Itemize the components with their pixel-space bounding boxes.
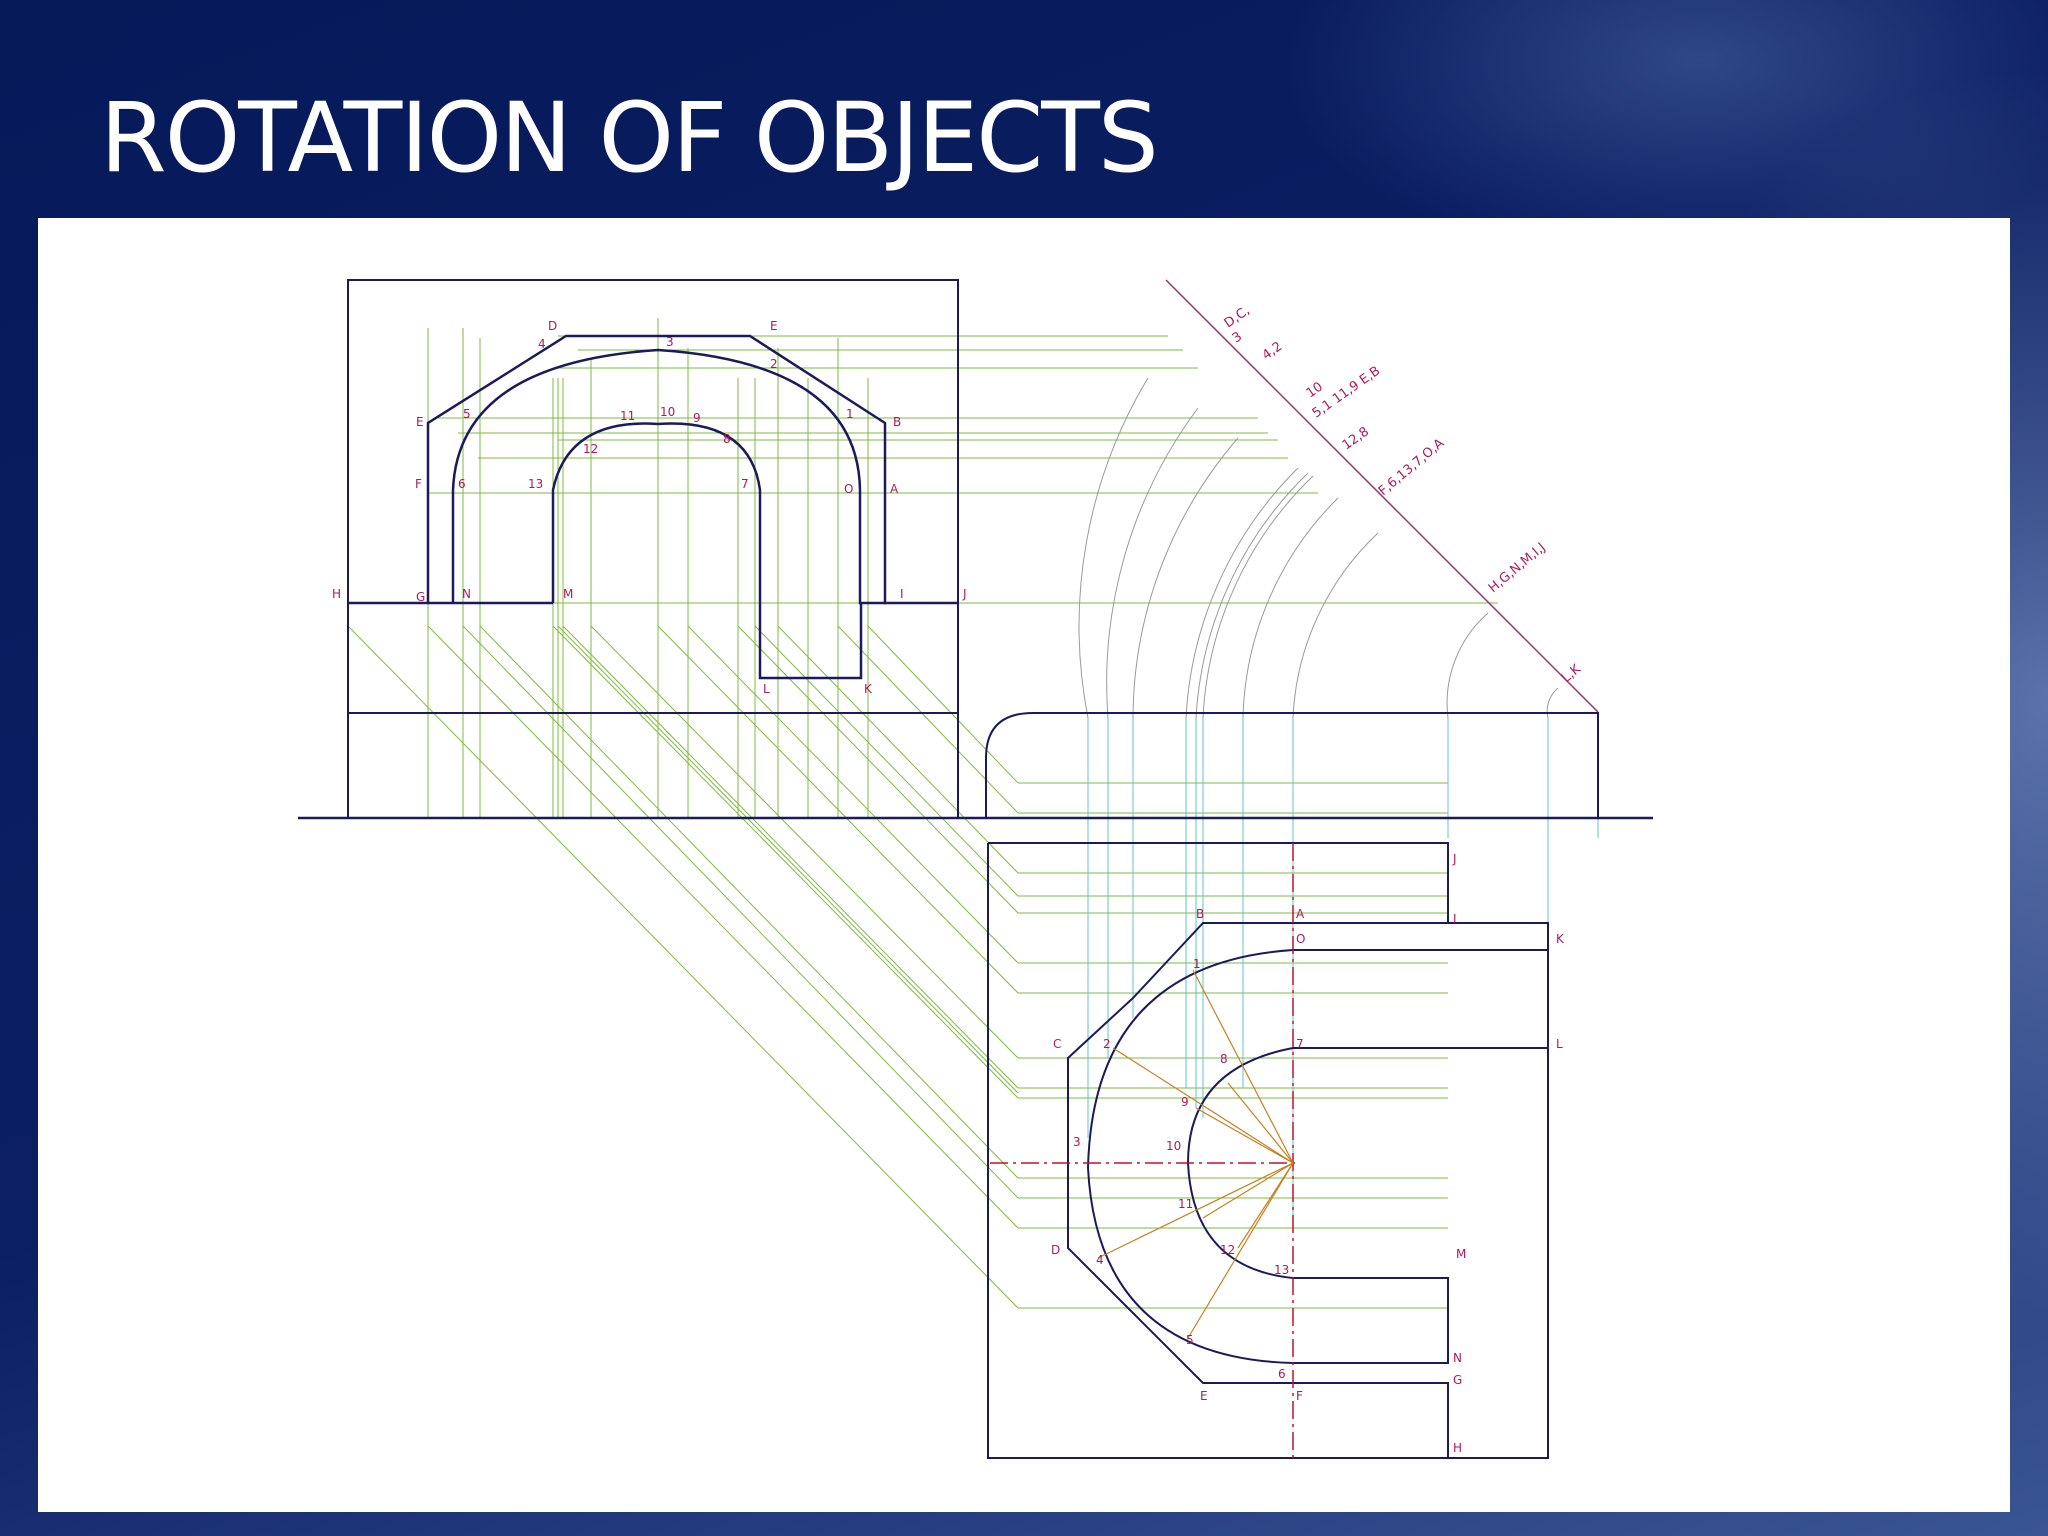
front-view bbox=[347, 279, 959, 819]
svg-text:F: F bbox=[1296, 1389, 1303, 1403]
svg-text:8: 8 bbox=[1220, 1052, 1228, 1066]
svg-text:I: I bbox=[900, 587, 904, 601]
svg-text:12,8: 12,8 bbox=[1340, 424, 1372, 453]
svg-text:L: L bbox=[1556, 1037, 1563, 1051]
svg-text:E: E bbox=[1200, 1389, 1208, 1403]
svg-text:7: 7 bbox=[1296, 1037, 1304, 1051]
svg-text:13: 13 bbox=[1274, 1263, 1289, 1277]
front-view-labels: D 4 3 E 2 E 5 1 B 11 10 9 8 12 F 6 13 7 … bbox=[332, 319, 967, 696]
svg-text:K: K bbox=[864, 682, 873, 696]
svg-text:2: 2 bbox=[770, 357, 778, 371]
svg-text:J: J bbox=[962, 587, 967, 601]
svg-text:8: 8 bbox=[723, 432, 731, 446]
front-horizontal-projectors bbox=[408, 335, 1498, 604]
svg-text:O: O bbox=[844, 482, 853, 496]
svg-text:I: I bbox=[1453, 912, 1457, 926]
rotation-line-labels: D,C, 3 4,2 10 5,1 11,9 E,B 12,8 F,6,13,7… bbox=[1222, 303, 1584, 686]
svg-text:A: A bbox=[890, 482, 899, 496]
svg-text:4: 4 bbox=[538, 337, 546, 351]
svg-text:H: H bbox=[332, 587, 341, 601]
rotation-reference-line bbox=[1165, 279, 1599, 713]
svg-text:M: M bbox=[1456, 1247, 1466, 1261]
svg-text:D,C,: D,C, bbox=[1222, 303, 1253, 331]
radial-construction-lines bbox=[1097, 969, 1294, 1339]
svg-text:4,2: 4,2 bbox=[1260, 339, 1286, 363]
svg-text:N: N bbox=[462, 587, 471, 601]
svg-text:3: 3 bbox=[1073, 1135, 1081, 1149]
svg-text:12: 12 bbox=[1220, 1243, 1235, 1257]
svg-text:B: B bbox=[893, 415, 901, 429]
svg-text:4: 4 bbox=[1096, 1253, 1104, 1267]
svg-text:G: G bbox=[416, 590, 425, 604]
svg-text:5: 5 bbox=[463, 407, 471, 421]
svg-text:J: J bbox=[1452, 852, 1457, 866]
svg-text:10: 10 bbox=[1166, 1139, 1181, 1153]
svg-text:K: K bbox=[1556, 932, 1565, 946]
side-view bbox=[985, 712, 1599, 818]
svg-text:H: H bbox=[1453, 1441, 1462, 1455]
svg-text:N: N bbox=[1453, 1351, 1462, 1365]
svg-text:1: 1 bbox=[846, 407, 854, 421]
svg-text:1: 1 bbox=[1193, 957, 1201, 971]
svg-text:12: 12 bbox=[583, 442, 598, 456]
cyan-vertical-projectors bbox=[1087, 718, 1599, 1218]
svg-text:3: 3 bbox=[1230, 329, 1245, 346]
top-view-labels: B A J I O K 1 C 2 8 7 L 9 3 10 11 D 4 12… bbox=[1051, 852, 1565, 1455]
drawing-panel: D 4 3 E 2 E 5 1 B 11 10 9 8 12 F 6 13 7 … bbox=[38, 218, 2010, 1512]
svg-text:D: D bbox=[1051, 1243, 1060, 1257]
svg-text:H,G,N,M,I,J: H,G,N,M,I,J bbox=[1486, 540, 1549, 596]
svg-text:10: 10 bbox=[1304, 379, 1326, 401]
svg-text:10: 10 bbox=[660, 405, 675, 419]
svg-text:3: 3 bbox=[666, 335, 674, 349]
svg-text:E: E bbox=[416, 415, 424, 429]
svg-text:D: D bbox=[548, 319, 557, 333]
top-view-center-lines bbox=[990, 843, 1296, 1458]
svg-text:7: 7 bbox=[741, 477, 749, 491]
svg-text:9: 9 bbox=[1181, 1095, 1189, 1109]
svg-text:C: C bbox=[1053, 1037, 1061, 1051]
svg-text:O: O bbox=[1296, 932, 1305, 946]
svg-text:L: L bbox=[763, 682, 770, 696]
svg-text:9: 9 bbox=[693, 411, 701, 425]
svg-text:F,6,13,7,O,A: F,6,13,7,O,A bbox=[1376, 436, 1447, 499]
svg-text:L,K: L,K bbox=[1559, 661, 1584, 686]
diagonal-projectors bbox=[347, 625, 1019, 1309]
top-view bbox=[987, 842, 1549, 1459]
slide-title: ROTATION OF OBJECTS bbox=[100, 82, 1159, 194]
svg-text:G: G bbox=[1453, 1373, 1462, 1387]
svg-text:11: 11 bbox=[620, 409, 635, 423]
svg-text:6: 6 bbox=[1278, 1367, 1286, 1381]
top-view-horizontal-projectors bbox=[1018, 782, 1448, 1309]
svg-text:6: 6 bbox=[458, 477, 466, 491]
svg-text:11: 11 bbox=[1178, 1197, 1193, 1211]
svg-text:B: B bbox=[1196, 907, 1204, 921]
engineering-drawing: D 4 3 E 2 E 5 1 B 11 10 9 8 12 F 6 13 7 … bbox=[298, 279, 1653, 1459]
svg-text:M: M bbox=[563, 587, 573, 601]
svg-text:F: F bbox=[415, 477, 422, 491]
svg-text:13: 13 bbox=[528, 477, 543, 491]
svg-text:5: 5 bbox=[1186, 1333, 1194, 1347]
svg-text:2: 2 bbox=[1103, 1037, 1111, 1051]
svg-text:E: E bbox=[770, 319, 778, 333]
svg-text:A: A bbox=[1296, 907, 1305, 921]
rotation-arcs bbox=[1078, 377, 1559, 719]
